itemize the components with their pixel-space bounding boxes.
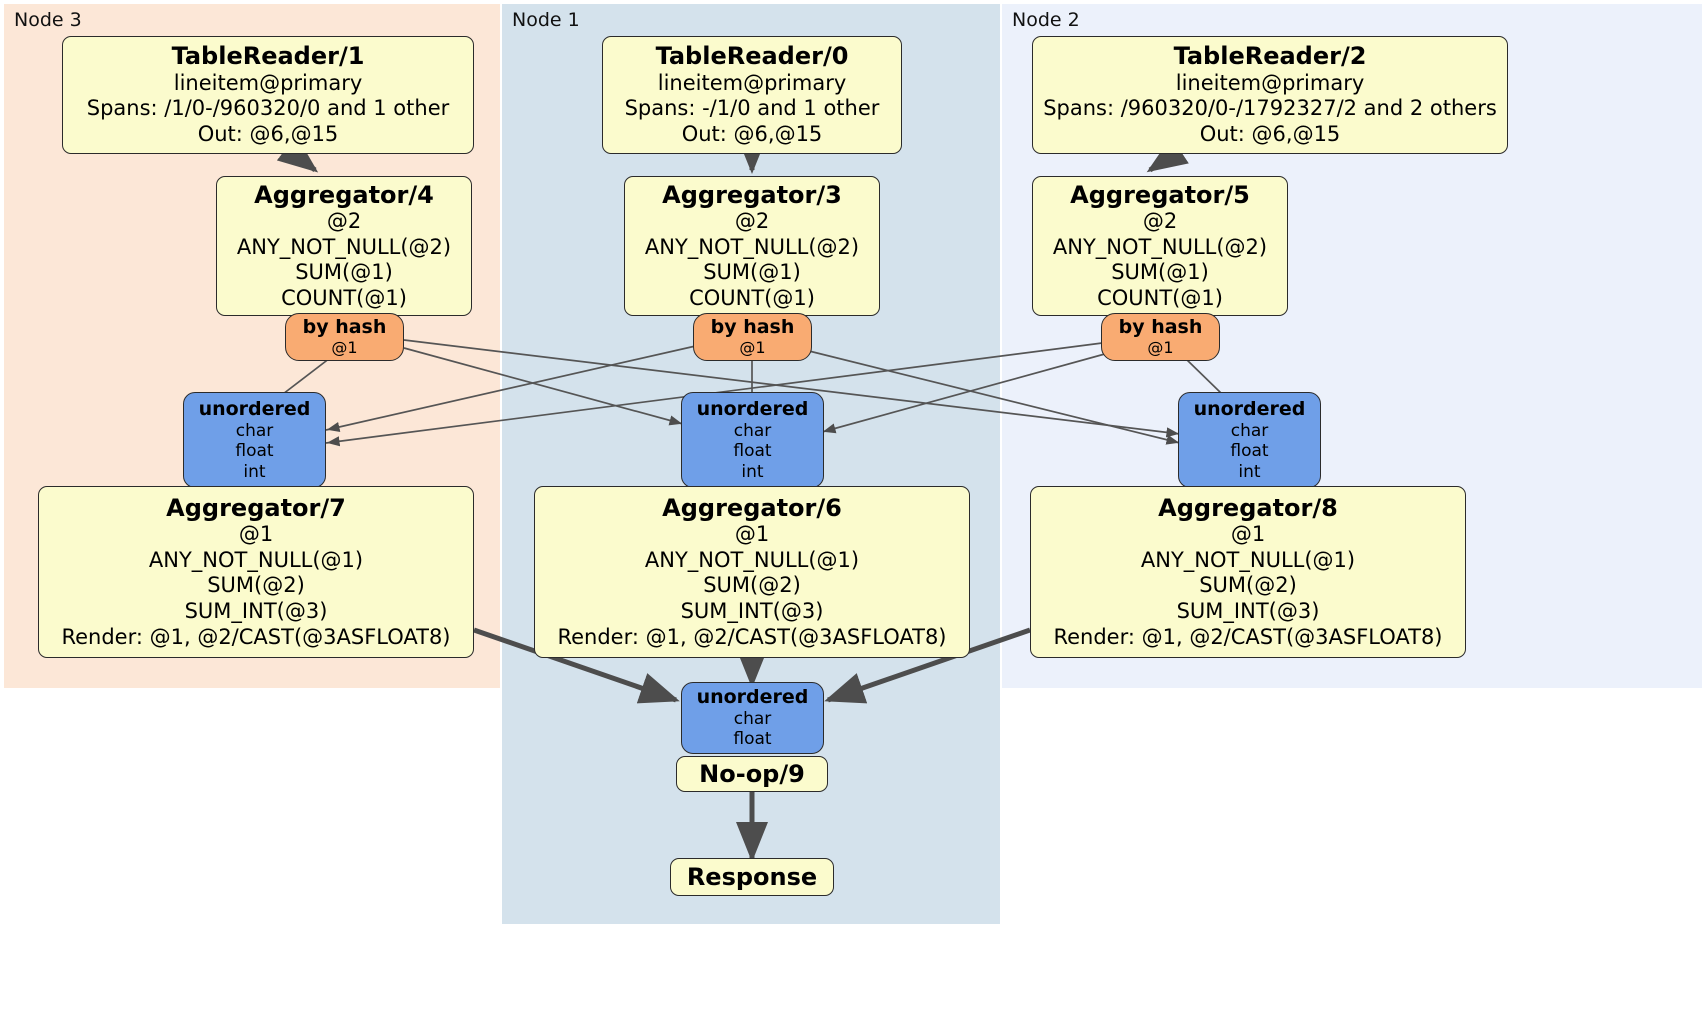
processor-line: SUM(@2) <box>1199 573 1297 598</box>
processor-line: @1 <box>1230 522 1266 547</box>
panel-node-1-label: Node 1 <box>512 9 580 31</box>
panel-node-2-label: Node 2 <box>1012 9 1080 31</box>
processor-line: SUM(@1) <box>703 260 801 285</box>
synchronizer-line: float <box>235 441 274 462</box>
synchronizer-title: unordered <box>696 686 809 709</box>
synchronizer-line: float <box>733 441 772 462</box>
processor-tablereader-2[interactable]: TableReader/2 lineitem@primary Spans: /9… <box>1032 36 1508 154</box>
processor-title: Aggregator/8 <box>1158 493 1338 522</box>
router-title: by hash <box>302 315 387 338</box>
processor-title: Aggregator/4 <box>254 180 434 209</box>
processor-line: COUNT(@1) <box>281 285 407 310</box>
processor-line: SUM_INT(@3) <box>184 598 328 623</box>
synchronizer-title: unordered <box>198 398 311 421</box>
processor-title: TableReader/1 <box>171 42 365 71</box>
processor-line: SUM(@1) <box>295 260 393 285</box>
processor-line: lineitem@primary <box>1175 70 1365 95</box>
processor-line: SUM(@2) <box>703 573 801 598</box>
processor-line: ANY_NOT_NULL(@2) <box>644 234 860 259</box>
synchronizer-line: int <box>243 461 266 482</box>
processor-title: TableReader/0 <box>655 42 849 71</box>
synchronizer-line: float <box>1230 441 1269 462</box>
processor-line: Out: @6,@15 <box>681 121 823 146</box>
processor-aggregator-6[interactable]: Aggregator/6 @1 ANY_NOT_NULL(@1) SUM(@2)… <box>534 486 970 658</box>
synchronizer-line: char <box>1230 420 1269 441</box>
router-by-hash-right[interactable]: by hash @1 <box>1101 313 1220 361</box>
processor-line: lineitem@primary <box>173 70 363 95</box>
processor-no-op-9[interactable]: No-op/9 <box>676 756 828 792</box>
synchronizer-line: int <box>1238 461 1261 482</box>
synchronizer-line: char <box>733 709 772 729</box>
processor-line: Spans: /960320/0-/1792327/2 and 2 others <box>1043 96 1497 121</box>
processor-line: Render: @1, @2/CAST(@3ASFLOAT8) <box>61 624 451 649</box>
processor-response[interactable]: Response <box>670 858 834 896</box>
processor-line: ANY_NOT_NULL(@1) <box>644 547 860 572</box>
processor-aggregator-8[interactable]: Aggregator/8 @1 ANY_NOT_NULL(@1) SUM(@2)… <box>1030 486 1466 658</box>
processor-line: SUM_INT(@3) <box>680 598 824 623</box>
synchronizer-line: char <box>235 420 274 441</box>
synchronizer-line: float <box>733 729 772 750</box>
processor-line: ANY_NOT_NULL(@2) <box>236 234 452 259</box>
processor-aggregator-3[interactable]: Aggregator/3 @2 ANY_NOT_NULL(@2) SUM(@1)… <box>624 176 880 316</box>
processor-tablereader-1[interactable]: TableReader/1 lineitem@primary Spans: /1… <box>62 36 474 154</box>
router-line: @1 <box>1147 337 1174 357</box>
processor-line: Spans: -/1/0 and 1 other <box>624 96 880 121</box>
processor-line: Spans: /1/0-/960320/0 and 1 other <box>86 96 450 121</box>
processor-line: @2 <box>734 208 770 233</box>
processor-title: Response <box>686 862 818 891</box>
router-by-hash-middle[interactable]: by hash @1 <box>693 313 812 361</box>
synchronizer-unordered-right[interactable]: unordered char float int <box>1178 392 1321 488</box>
processor-line: @2 <box>326 208 362 233</box>
processor-line: ANY_NOT_NULL(@2) <box>1052 234 1268 259</box>
processor-line: SUM(@1) <box>1111 260 1209 285</box>
processor-aggregator-4[interactable]: Aggregator/4 @2 ANY_NOT_NULL(@2) SUM(@1)… <box>216 176 472 316</box>
synchronizer-line: int <box>741 461 764 482</box>
processor-title: Aggregator/7 <box>166 493 346 522</box>
router-line: @1 <box>331 337 358 357</box>
processor-aggregator-7[interactable]: Aggregator/7 @1 ANY_NOT_NULL(@1) SUM(@2)… <box>38 486 474 658</box>
router-by-hash-left[interactable]: by hash @1 <box>285 313 404 361</box>
synchronizer-unordered-middle[interactable]: unordered char float int <box>681 392 824 488</box>
processor-title: Aggregator/5 <box>1070 180 1250 209</box>
synchronizer-unordered-left[interactable]: unordered char float int <box>183 392 326 488</box>
processor-line: ANY_NOT_NULL(@1) <box>1140 547 1356 572</box>
router-line: @1 <box>739 337 766 357</box>
panel-node-3-label: Node 3 <box>14 9 82 31</box>
processor-line: @1 <box>734 522 770 547</box>
synchronizer-title: unordered <box>696 398 809 421</box>
processor-line: lineitem@primary <box>657 70 847 95</box>
processor-line: @2 <box>1142 208 1178 233</box>
synchronizer-line: char <box>733 420 772 441</box>
processor-title: Aggregator/3 <box>662 180 842 209</box>
processor-line: COUNT(@1) <box>689 285 815 310</box>
processor-line: Render: @1, @2/CAST(@3ASFLOAT8) <box>1053 624 1443 649</box>
processor-title: TableReader/2 <box>1173 42 1367 71</box>
router-title: by hash <box>1118 315 1203 338</box>
processor-line: Out: @6,@15 <box>1199 121 1341 146</box>
router-title: by hash <box>710 315 795 338</box>
processor-line: Out: @6,@15 <box>197 121 339 146</box>
processor-aggregator-5[interactable]: Aggregator/5 @2 ANY_NOT_NULL(@2) SUM(@1)… <box>1032 176 1288 316</box>
processor-title: Aggregator/6 <box>662 493 842 522</box>
processor-line: COUNT(@1) <box>1097 285 1223 310</box>
processor-title: No-op/9 <box>699 759 805 788</box>
processor-line: @1 <box>238 522 274 547</box>
processor-line: Render: @1, @2/CAST(@3ASFLOAT8) <box>557 624 947 649</box>
processor-tablereader-0[interactable]: TableReader/0 lineitem@primary Spans: -/… <box>602 36 902 154</box>
processor-line: ANY_NOT_NULL(@1) <box>148 547 364 572</box>
synchronizer-title: unordered <box>1193 398 1306 421</box>
synchronizer-unordered-final[interactable]: unordered char float <box>681 682 824 754</box>
processor-line: SUM(@2) <box>207 573 305 598</box>
processor-line: SUM_INT(@3) <box>1176 598 1320 623</box>
